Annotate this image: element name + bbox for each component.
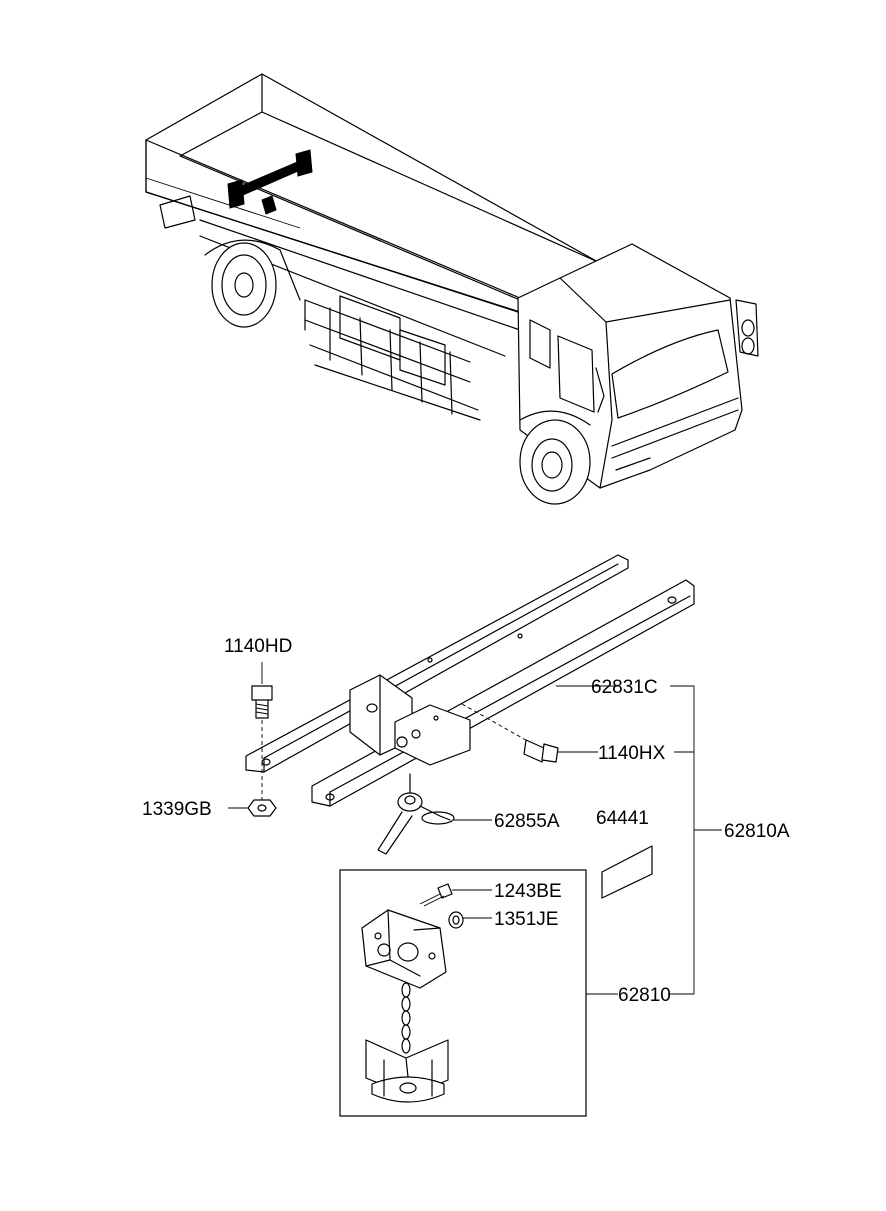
winch-assembly <box>361 883 464 1103</box>
label-62855a: 62855A <box>494 811 560 832</box>
label-1339gb: 1339GB <box>142 799 212 820</box>
label-64441: 64441 <box>596 808 649 829</box>
label-62810: 62810 <box>618 985 671 1006</box>
label-1140hd: 1140HD <box>224 636 292 657</box>
label-62831c: 62831C <box>591 677 658 698</box>
spare-tire-carrier-frame <box>245 554 695 855</box>
winch-assembly-box <box>339 869 587 1117</box>
label-1351je: 1351JE <box>494 909 558 930</box>
decal-64441 <box>601 845 653 899</box>
label-62810a: 62810A <box>724 821 790 842</box>
leader-lines <box>228 662 722 995</box>
label-1243be: 1243BE <box>494 881 562 902</box>
truck-illustration <box>145 73 759 505</box>
label-1140hx: 1140HX <box>598 743 666 764</box>
